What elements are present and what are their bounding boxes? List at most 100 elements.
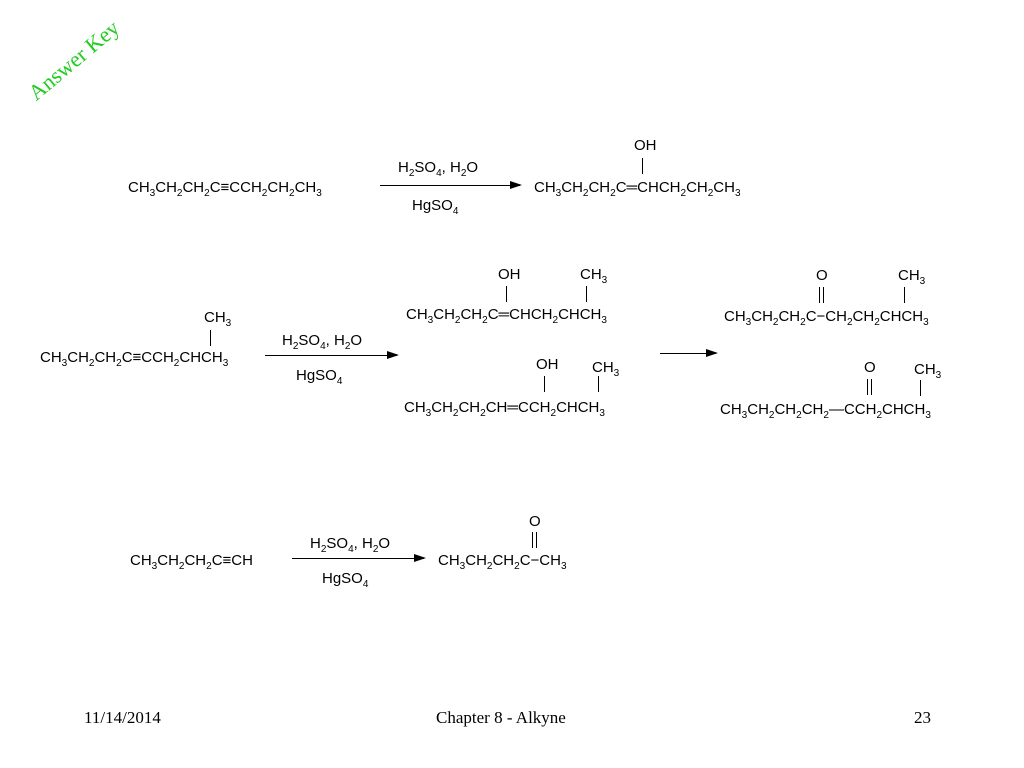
subscript: 2 bbox=[707, 188, 714, 199]
r3-product-co-bond bbox=[532, 532, 537, 548]
subscript: 4 bbox=[336, 376, 343, 387]
subscript: 3 bbox=[316, 188, 322, 199]
subscript: 3 bbox=[613, 368, 620, 379]
subscript: 3 bbox=[222, 358, 229, 369]
subscript: 3 bbox=[601, 315, 607, 326]
r1-product: CH3CH2CH2C═CHCH2CH2CH3 bbox=[534, 179, 741, 199]
subscript: 2 bbox=[876, 410, 882, 421]
subscript: 3 bbox=[935, 370, 942, 381]
r2-enol1: CH3CH2CH2C═CHCH2CHCH3 bbox=[406, 306, 607, 326]
r2-ketone1-methyl-bond bbox=[904, 287, 905, 303]
subscript: 3 bbox=[734, 188, 741, 199]
r3-arrow bbox=[292, 554, 426, 562]
subscript: 4 bbox=[436, 168, 442, 179]
r3-reactant: CH3CH2CH2C≡CH bbox=[130, 552, 253, 572]
subscript: 2 bbox=[176, 188, 183, 199]
subscript: 2 bbox=[482, 315, 488, 326]
subscript: 3 bbox=[601, 275, 608, 286]
subscript: 2 bbox=[206, 561, 212, 572]
subscript: 2 bbox=[772, 317, 779, 328]
r2-enol2: CH3CH2CH2CH═CCH2CHCH3 bbox=[404, 399, 605, 419]
r1-reagent-bottom: HgSO4 bbox=[412, 197, 459, 217]
r2-enol1-oh: OH bbox=[498, 266, 521, 283]
subscript: 2 bbox=[480, 408, 486, 419]
subscript: 2 bbox=[680, 188, 687, 199]
r3-product: CH3CH2CH2C−CH3 bbox=[438, 552, 567, 572]
subscript: 2 bbox=[173, 358, 180, 369]
r2-arrow bbox=[265, 351, 399, 359]
subscript: 2 bbox=[372, 544, 379, 555]
r2-ketone1: CH3CH2CH2C−CH2CH2CHCH3 bbox=[724, 308, 929, 328]
subscript: 2 bbox=[116, 358, 122, 369]
subscript: 2 bbox=[796, 410, 802, 421]
r2-enol2-methyl: CH3 bbox=[592, 359, 620, 379]
subscript: 2 bbox=[486, 561, 493, 572]
r2-ketone1-o: O bbox=[816, 267, 828, 284]
subscript: 3 bbox=[599, 408, 605, 419]
subscript: 2 bbox=[460, 168, 467, 179]
subscript: 3 bbox=[61, 358, 68, 369]
subscript: 2 bbox=[823, 410, 829, 421]
r2-enol2-methyl-bond bbox=[598, 376, 599, 392]
r1-reactant: CH3CH2CH2C≡CCH2CH2CH3 bbox=[128, 179, 322, 199]
subscript: 3 bbox=[151, 561, 158, 572]
subscript: 4 bbox=[452, 206, 459, 217]
r1-oh-bond bbox=[642, 158, 643, 174]
r3-product-o: O bbox=[529, 513, 541, 530]
r2-reactant-methyl: CH3 bbox=[204, 309, 232, 329]
subscript: 3 bbox=[923, 317, 929, 328]
subscript: 2 bbox=[204, 188, 210, 199]
subscript: 2 bbox=[768, 410, 775, 421]
subscript: 2 bbox=[846, 317, 853, 328]
subscript: 3 bbox=[459, 561, 466, 572]
r3-reagent-bottom: HgSO4 bbox=[322, 570, 369, 590]
footer-date: 11/14/2014 bbox=[84, 708, 161, 727]
subscript: 2 bbox=[514, 561, 520, 572]
subscript: 3 bbox=[149, 188, 156, 199]
r2-ketone1-co-bond bbox=[819, 287, 824, 303]
subscript: 2 bbox=[408, 168, 415, 179]
subscript: 2 bbox=[800, 317, 806, 328]
subscript: 2 bbox=[261, 188, 268, 199]
subscript: 2 bbox=[610, 188, 616, 199]
subscript: 4 bbox=[320, 341, 326, 352]
subscript: 2 bbox=[582, 188, 589, 199]
subscript: 3 bbox=[427, 315, 434, 326]
subscript: 2 bbox=[874, 317, 880, 328]
subscript: 2 bbox=[454, 315, 461, 326]
r2-enol1-methyl: CH3 bbox=[580, 266, 608, 286]
subscript: 3 bbox=[741, 410, 748, 421]
r2-ketone2-co-bond bbox=[867, 379, 872, 395]
subscript: 3 bbox=[555, 188, 562, 199]
subscript: 4 bbox=[362, 579, 369, 590]
footer-page-number: 23 bbox=[914, 708, 931, 727]
subscript: 3 bbox=[919, 276, 926, 287]
subscript: 3 bbox=[925, 410, 931, 421]
subscript: 2 bbox=[344, 341, 351, 352]
r2-ketone2-o: O bbox=[864, 359, 876, 376]
r2-enol2-oh-bond bbox=[544, 376, 545, 392]
r2-enol1-methyl-bond bbox=[586, 286, 587, 302]
r1-reagent-top: H2SO4, H2O bbox=[398, 159, 479, 179]
r2-tautomer-arrow bbox=[660, 349, 718, 357]
footer-title: Chapter 8 - Alkyne bbox=[436, 708, 566, 727]
r3-reagent-top: H2SO4, H2O bbox=[310, 535, 391, 555]
subscript: 2 bbox=[178, 561, 185, 572]
r1-arrow bbox=[380, 181, 522, 189]
r2-ketone2: CH3CH2CH2CH2—CCH2CHCH3 bbox=[720, 401, 931, 421]
subscript: 2 bbox=[289, 188, 295, 199]
r2-enol1-oh-bond bbox=[506, 286, 507, 302]
subscript: 2 bbox=[292, 341, 299, 352]
subscript: 3 bbox=[745, 317, 752, 328]
r2-reagent-bottom: HgSO4 bbox=[296, 367, 343, 387]
subscript: 3 bbox=[560, 561, 567, 572]
r2-reactant: CH3CH2CH2C≡CCH2CHCH3 bbox=[40, 349, 229, 369]
r2-ketone2-methyl-bond bbox=[920, 380, 921, 396]
r2-reagent-top: H2SO4, H2O bbox=[282, 332, 363, 352]
subscript: 2 bbox=[452, 408, 459, 419]
r2-reactant-methyl-bond bbox=[210, 330, 211, 346]
subscript: 3 bbox=[225, 318, 232, 329]
subscript: 4 bbox=[348, 544, 354, 555]
r1-product-oh: OH bbox=[634, 137, 657, 154]
